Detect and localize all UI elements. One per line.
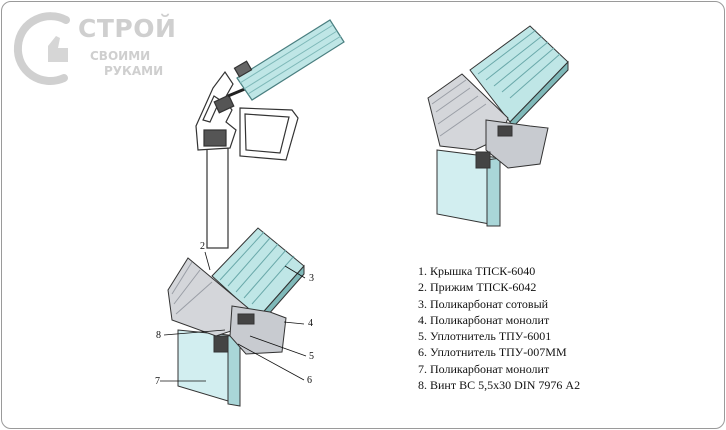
legend-item: 8. Винт ВС 5,5х30 DIN 7976 А2	[418, 378, 581, 393]
logo-word-svoimi: СВОИМИ	[90, 49, 151, 63]
callout-8: 8	[156, 330, 161, 341]
legend-item: 4. Поликарбонат монолит	[418, 312, 550, 327]
seal-lower	[203, 129, 227, 147]
parts-legend: 1. Крышка ТПСК-6040 2. Прижим ТПСК-6042 …	[418, 263, 580, 393]
callout-5: 5	[309, 351, 314, 362]
legend-item: 6. Уплотнитель ТПУ-007ММ	[418, 345, 567, 360]
legend-item: 1. Крышка ТПСК-6040	[418, 264, 536, 278]
site-logo: СТРОЙ СВОИМИ РУКАМИ	[8, 6, 178, 94]
legend-item: 5. Уплотнитель ТПУ-6001	[418, 329, 552, 344]
callout-4: 4	[308, 318, 313, 329]
vertical-panel-section	[206, 147, 229, 249]
assembly-3d-view-bottom	[160, 227, 307, 407]
callout-2: 2	[200, 241, 205, 252]
legend-item: 3. Поликарбонат сотовый	[418, 296, 549, 311]
logo-emblem-icon	[13, 12, 70, 85]
section-2d-view	[195, 19, 345, 249]
logo-word-stroy: СТРОЙ	[78, 14, 177, 43]
callout-6: 6	[307, 375, 312, 386]
callout-3: 3	[309, 273, 314, 284]
logo-word-rukami: РУКАМИ	[104, 64, 164, 78]
callout-7: 7	[155, 376, 160, 387]
hollow-profile	[239, 107, 299, 161]
legend-item: 2. Прижим ТПСК-6042	[418, 280, 537, 295]
assembly-3d-view-top	[427, 25, 569, 227]
legend-item: 7. Поликарбонат монолит	[418, 361, 550, 376]
seal-upper	[213, 94, 235, 114]
